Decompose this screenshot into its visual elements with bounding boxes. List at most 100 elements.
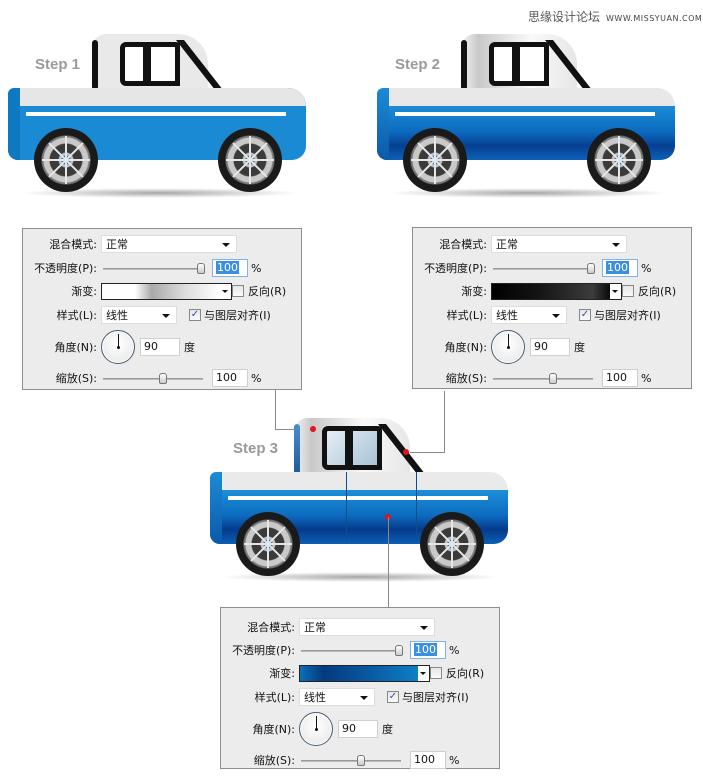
reverse-checkbox[interactable] <box>232 285 244 297</box>
style-select[interactable]: 线性 <box>299 688 375 706</box>
truck-shadow <box>18 188 300 198</box>
scale-unit: % <box>449 753 460 767</box>
truck-cab-back <box>294 424 300 474</box>
angle-value: 90 <box>342 722 356 735</box>
angle-dial[interactable] <box>299 712 333 746</box>
reverse-checkbox[interactable] <box>622 285 634 297</box>
opacity-input[interactable]: 100 <box>602 259 638 277</box>
chevron-down-icon <box>162 314 170 318</box>
slider-thumb[interactable] <box>395 645 403 656</box>
gradient-label: 渐变: <box>269 667 295 680</box>
slider-thumb[interactable] <box>549 373 557 384</box>
angle-dial[interactable] <box>491 330 525 364</box>
step-1-label: Step 1 <box>35 56 81 73</box>
align-with-layer-label: 与图层对齐(I) <box>594 309 661 322</box>
blend-mode-value: 正常 <box>496 238 518 251</box>
scale-input[interactable]: 100 <box>410 751 446 769</box>
truck-step-3 <box>210 414 510 584</box>
tailgate <box>210 472 222 544</box>
opacity-label: 不透明度(P): <box>232 644 295 657</box>
opacity-slider[interactable] <box>301 645 403 656</box>
scale-unit: % <box>251 371 262 385</box>
wheel-icon <box>236 512 300 576</box>
opacity-input[interactable]: 100 <box>410 641 446 659</box>
reverse-label: 反向(R) <box>638 285 677 298</box>
truck-pillar <box>345 426 353 470</box>
blend-mode-select[interactable]: 正常 <box>491 235 627 253</box>
wheel-icon <box>218 128 282 192</box>
truck-pillar <box>143 42 151 86</box>
door-line <box>346 472 347 542</box>
scale-slider[interactable] <box>493 373 593 384</box>
truck-shadow <box>220 572 502 582</box>
scale-unit: % <box>641 371 652 385</box>
align-with-layer-checkbox[interactable]: ✓ <box>579 309 591 321</box>
scale-input[interactable]: 100 <box>212 369 248 387</box>
gradient-overlay-panel-3: 混合模式: 正常 不透明度(P): 100 % 渐变: 反向(R) 样式(L):… <box>220 607 500 769</box>
gradient-dropdown-button[interactable] <box>610 283 622 300</box>
truck-shadow <box>387 188 669 198</box>
style-select[interactable]: 线性 <box>101 306 177 324</box>
blend-mode-value: 正常 <box>106 238 128 251</box>
chevron-down-icon <box>420 626 428 630</box>
opacity-unit: % <box>641 261 652 275</box>
gradient-swatch[interactable] <box>101 283 221 300</box>
marker-dot-cab <box>310 426 316 432</box>
style-value: 线性 <box>106 309 128 322</box>
angle-dial[interactable] <box>101 330 135 364</box>
slider-thumb[interactable] <box>587 263 595 274</box>
opacity-slider[interactable] <box>493 263 595 274</box>
watermark-text: 思缘设计论坛 <box>528 10 601 24</box>
angle-label: 角度(N): <box>252 723 295 736</box>
slider-thumb[interactable] <box>197 263 205 274</box>
reverse-checkbox[interactable] <box>430 667 442 679</box>
align-with-layer-checkbox[interactable]: ✓ <box>189 309 201 321</box>
scale-value: 100 <box>414 753 435 766</box>
connector-line <box>406 452 445 453</box>
blend-mode-select[interactable]: 正常 <box>101 235 237 253</box>
angle-input[interactable]: 90 <box>140 338 180 356</box>
angle-value: 90 <box>534 340 548 353</box>
opacity-value: 100 <box>606 261 629 274</box>
gradient-swatch[interactable] <box>299 665 419 682</box>
scale-input[interactable]: 100 <box>602 369 638 387</box>
scale-value: 100 <box>216 371 237 384</box>
reverse-label: 反向(R) <box>446 667 485 680</box>
style-select[interactable]: 线性 <box>491 306 567 324</box>
door-line <box>416 472 417 542</box>
angle-value: 90 <box>144 340 158 353</box>
gradient-dropdown-button[interactable] <box>418 665 430 682</box>
blend-mode-label: 混合模式: <box>247 621 295 634</box>
scale-slider[interactable] <box>301 755 401 766</box>
style-label: 样式(L): <box>446 309 487 322</box>
scale-value: 100 <box>606 371 627 384</box>
gradient-swatch[interactable] <box>491 283 611 300</box>
angle-unit: 度 <box>574 341 585 354</box>
slider-thumb[interactable] <box>357 755 365 766</box>
opacity-unit: % <box>251 261 262 275</box>
opacity-slider[interactable] <box>103 263 205 274</box>
align-with-layer-checkbox[interactable]: ✓ <box>387 691 399 703</box>
truck-pillar <box>512 42 520 86</box>
opacity-label: 不透明度(P): <box>424 262 487 275</box>
gradient-dropdown-button[interactable] <box>220 283 232 300</box>
align-with-layer-label: 与图层对齐(I) <box>402 691 469 704</box>
step-2-label: Step 2 <box>395 56 441 73</box>
slider-thumb[interactable] <box>159 373 167 384</box>
blend-mode-label: 混合模式: <box>439 238 487 251</box>
watermark-site: WWW.MISSYUAN.COM <box>606 14 703 23</box>
connector-line <box>275 390 276 430</box>
wheel-icon <box>587 128 651 192</box>
style-value: 线性 <box>304 691 326 704</box>
angle-input[interactable]: 90 <box>338 720 378 738</box>
blend-mode-label: 混合模式: <box>49 238 97 251</box>
blend-mode-select[interactable]: 正常 <box>299 618 435 636</box>
truck-cab-back <box>92 40 98 90</box>
style-label: 样式(L): <box>56 309 97 322</box>
wheel-icon <box>403 128 467 192</box>
opacity-input[interactable]: 100 <box>212 259 248 277</box>
watermark: 思缘设计论坛 WWW.MISSYUAN.COM <box>528 8 702 25</box>
connector-line <box>388 517 389 607</box>
angle-input[interactable]: 90 <box>530 338 570 356</box>
scale-slider[interactable] <box>103 373 203 384</box>
